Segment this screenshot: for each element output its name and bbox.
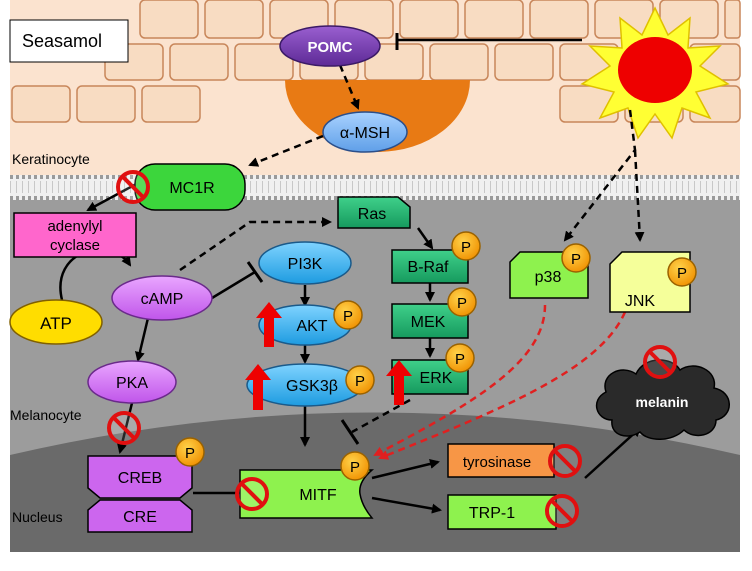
svg-text:PKA: PKA: [116, 375, 148, 392]
svg-text:GSK3β: GSK3β: [286, 378, 338, 395]
phospho-badge-mek: P: [447, 287, 477, 317]
up-arrow-gsk3b-icon: [245, 364, 271, 410]
svg-text:P: P: [355, 373, 365, 390]
svg-text:adenylyl: adenylyl: [47, 218, 102, 235]
node-melanin: melanin: [595, 359, 730, 440]
block-mc1r-icon: [116, 170, 150, 204]
svg-text:AKT: AKT: [296, 318, 327, 335]
svg-text:P: P: [677, 265, 687, 282]
svg-text:B-Raf: B-Raf: [408, 259, 449, 276]
up-arrow-akt-icon: [256, 302, 282, 347]
phospho-badge-mitf: P: [340, 451, 370, 481]
phospho-badges: P P P P P P P P P: [175, 231, 697, 481]
block-trp1-icon: [545, 494, 579, 528]
svg-text:CRE: CRE: [123, 509, 157, 526]
node-adenylyl-cyclase: adenylyl cyclase: [13, 212, 137, 258]
svg-text:MITF: MITF: [299, 487, 337, 504]
svg-text:TRP-1: TRP-1: [469, 505, 515, 522]
node-cre: CRE: [87, 499, 193, 533]
title-text: Seasamol: [22, 31, 102, 51]
phospho-badge-gsk3b: P: [345, 365, 375, 395]
block-melanin-icon: [643, 345, 677, 379]
up-arrow-erk-icon: [386, 360, 412, 405]
svg-text:MC1R: MC1R: [169, 180, 214, 197]
node-camp: cAMP: [111, 275, 213, 321]
svg-text:P: P: [461, 239, 471, 256]
node-pka: PKA: [87, 360, 177, 404]
node-mc1r: MC1R: [134, 163, 246, 211]
svg-text:P: P: [455, 351, 465, 368]
block-mitf-icon: [235, 477, 269, 511]
svg-text:P: P: [343, 308, 353, 325]
node-mek: MEK: [391, 303, 469, 339]
svg-text:P: P: [350, 459, 360, 476]
phospho-badge-creb: P: [175, 437, 205, 467]
svg-text:JNK: JNK: [625, 293, 656, 310]
node-braf: B-Raf: [391, 249, 469, 284]
block-melanocyte-creb-icon: [107, 411, 141, 445]
melanocyte-label: Melanocyte: [10, 407, 82, 423]
svg-text:p38: p38: [535, 269, 562, 286]
node-erk: ERK: [391, 359, 469, 395]
keratinocyte-label: Keratinocyte: [12, 151, 90, 167]
svg-text:PI3K: PI3K: [288, 256, 323, 273]
svg-text:POMC: POMC: [308, 39, 353, 56]
nucleus-label: Nucleus: [12, 509, 63, 525]
node-trp1: TRP-1: [447, 494, 557, 530]
upregulation-arrows: [245, 302, 412, 410]
svg-text:cAMP: cAMP: [141, 291, 184, 308]
svg-text:P: P: [571, 251, 581, 268]
svg-text:CREB: CREB: [118, 470, 162, 487]
svg-text:ATP: ATP: [40, 314, 72, 333]
node-tyrosinase: tyrosinase: [447, 443, 555, 478]
phospho-badge-erk: P: [445, 343, 475, 373]
svg-text:cyclase: cyclase: [50, 237, 100, 254]
node-creb: CREB: [87, 455, 193, 499]
node-ras: Ras: [337, 196, 411, 229]
node-atp: ATP: [9, 299, 103, 345]
svg-text:ERK: ERK: [420, 370, 453, 387]
svg-text:tyrosinase: tyrosinase: [463, 454, 531, 471]
phospho-badge-p38: P: [561, 243, 591, 273]
phospho-badge-braf: P: [451, 231, 481, 261]
node-mitf: MITF: [239, 469, 375, 519]
title-box: [9, 19, 129, 63]
svg-text:MEK: MEK: [411, 314, 446, 331]
inhibition-symbols: [107, 170, 677, 528]
phospho-badge-akt: P: [333, 300, 363, 330]
svg-text:α-MSH: α-MSH: [340, 125, 390, 142]
node-gsk3b: GSK3β: [246, 363, 364, 407]
svg-text:melanin: melanin: [636, 394, 689, 410]
svg-text:P: P: [457, 295, 467, 312]
phospho-badge-jnk: P: [667, 257, 697, 287]
svg-text:P: P: [185, 445, 195, 462]
sun-icon: [580, 6, 730, 140]
node-akt: AKT: [258, 304, 352, 346]
node-alpha-msh: α-MSH: [322, 111, 408, 153]
block-tyrosinase-icon: [548, 444, 582, 478]
node-pi3k: PI3K: [258, 241, 352, 285]
svg-text:Ras: Ras: [358, 206, 386, 223]
node-pomc: POMC: [279, 25, 381, 67]
